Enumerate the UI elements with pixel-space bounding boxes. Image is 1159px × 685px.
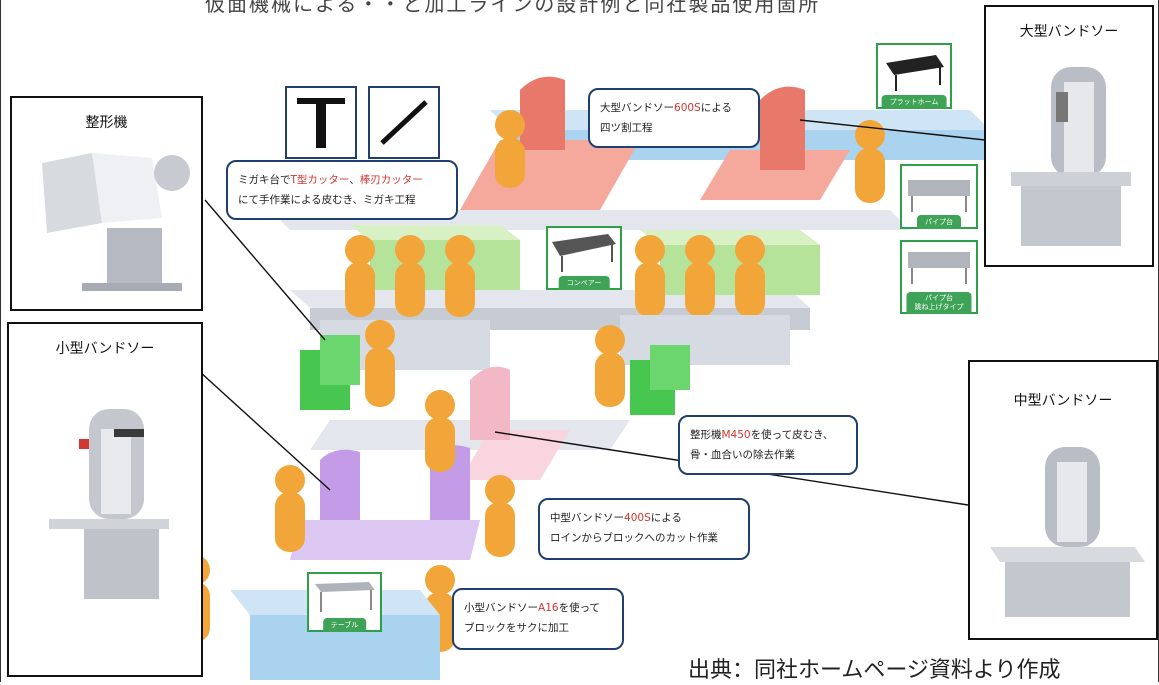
bandsaw-medium-unit xyxy=(460,366,570,480)
conveyor-icon xyxy=(552,234,616,272)
callout-text: による xyxy=(650,512,682,524)
thumb-label: コンベアー xyxy=(558,276,610,290)
callout-text: 骨・血合いの除去作業 xyxy=(690,449,795,461)
callout-text: による xyxy=(700,102,732,114)
small-bandsaw-photo xyxy=(49,409,169,599)
callout-shaper: 整形機M450を使って皮むき、 骨・血合いの除去作業 xyxy=(678,415,858,475)
thumb-t-cutter xyxy=(285,86,357,159)
panel-medium-bandsaw: 中型バンドソー xyxy=(968,360,1158,640)
callout-text: を使って xyxy=(558,602,601,614)
t-cutter-icon xyxy=(297,98,345,148)
model-number: 400S xyxy=(624,512,651,524)
table-icon xyxy=(315,582,375,612)
large-bandsaw-photo xyxy=(1011,67,1131,246)
workers-bench xyxy=(345,235,765,317)
thumb-bar-cutter xyxy=(368,86,440,159)
thumb-pipe-stand-flip[interactable]: パイプ台 跳ね上げタイプ xyxy=(900,240,978,314)
thumb-label: プラットホーム xyxy=(881,95,947,109)
workers-back xyxy=(495,110,885,203)
thumb-platform[interactable]: プラットホーム xyxy=(876,43,952,109)
tool-name: T型カッター xyxy=(290,174,350,186)
callout-text: 四ツ割工程 xyxy=(600,122,653,134)
panel-title: 小型バンドソー xyxy=(55,341,155,357)
medium-bandsaw-photo xyxy=(990,447,1145,617)
callout-text: ミガキ台で xyxy=(238,174,291,186)
callout-text: にて手作業による皮むき、ミガキ工程 xyxy=(238,194,416,206)
bandsaw-small-units xyxy=(290,445,480,560)
thumb-table[interactable]: テーブル xyxy=(307,572,382,632)
callout-text: 、 xyxy=(349,174,360,186)
thumb-label: テーブル xyxy=(322,618,367,632)
callout-text: 小型バンドソー xyxy=(464,602,539,614)
panel-small-bandsaw: 小型バンドソー xyxy=(7,322,203,677)
callout-text: 大型バンドソー xyxy=(600,102,675,114)
callout-text: 整形機 xyxy=(690,429,722,441)
source-note: 出典：同社ホームページ資料より作成 xyxy=(688,658,1061,683)
callout-small-bandsaw: 小型バンドソーA16を使って ブロックをサクに加工 xyxy=(452,588,624,650)
callout-text: 中型バンドソー xyxy=(550,512,625,524)
bar-cutter-icon xyxy=(380,100,428,145)
thumb-pipe-stand[interactable]: パイプ台 xyxy=(900,164,978,229)
callout-text: を使って皮むき、 xyxy=(750,429,834,441)
model-number: A16 xyxy=(538,602,559,614)
panel-title: 中型バンドソー xyxy=(1013,393,1113,409)
bandsaw-large-unit-right xyxy=(700,86,850,200)
model-number: M450 xyxy=(721,429,751,441)
thumb-conveyor[interactable]: コンベアー xyxy=(546,226,622,290)
pipe-stand-flip-icon xyxy=(908,252,970,284)
shaper-machine-left xyxy=(300,335,360,410)
model-number: 600S xyxy=(674,102,701,114)
figure-title: 仮面機械による・・と加工ラインの設計例と同社製品使用箇所 xyxy=(205,0,821,16)
platform-icon xyxy=(886,55,944,91)
pipe-stand-icon xyxy=(908,180,970,212)
callout-text: ロインからブロックへのカット作業 xyxy=(550,532,718,544)
thumb-label: パイプ台 xyxy=(917,215,961,229)
shaper-photo xyxy=(42,153,190,291)
panel-large-bandsaw: 大型バンドソー xyxy=(984,5,1154,267)
shaper-machine-right xyxy=(630,345,690,415)
callout-text: ブロックをサクに加工 xyxy=(464,622,569,634)
thumb-label: パイプ台 跳ね上げタイプ xyxy=(906,292,972,314)
callout-large-bandsaw: 大型バンドソー600Sによる 四ツ割工程 xyxy=(588,88,760,148)
callout-cutter: ミガキ台でT型カッター、棒刃カッター にて手作業による皮むき、ミガキ工程 xyxy=(226,160,458,220)
panel-title: 整形機 xyxy=(85,115,128,131)
callout-medium-bandsaw: 中型バンドソー400Sによる ロインからブロックへのカット作業 xyxy=(538,498,750,560)
panel-shaper: 整形機 xyxy=(10,96,203,311)
panel-title: 大型バンドソー xyxy=(1019,24,1119,40)
tool-name: 棒刃カッター xyxy=(359,174,423,186)
